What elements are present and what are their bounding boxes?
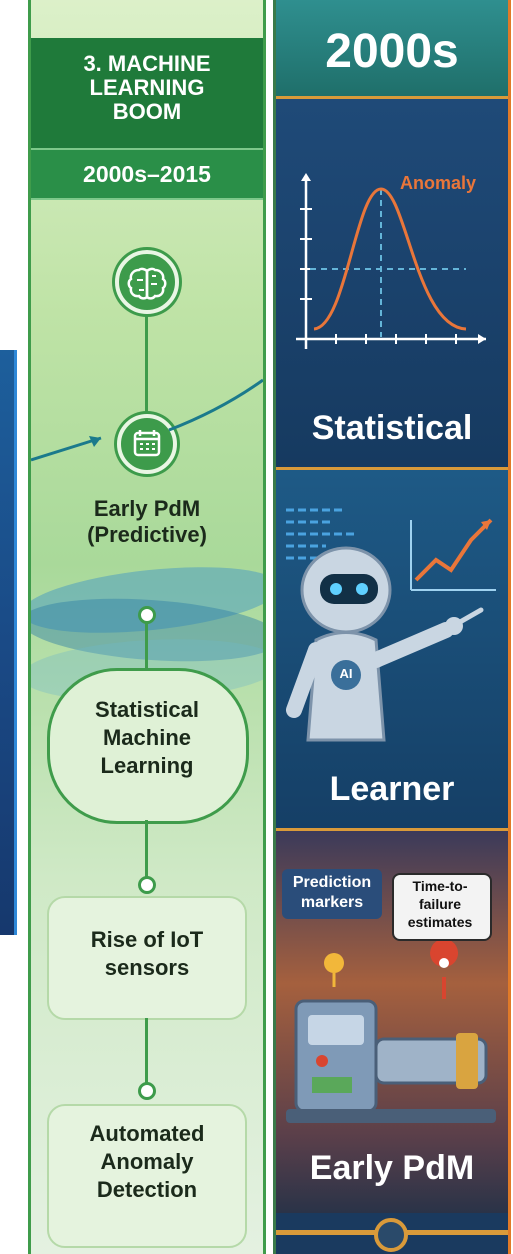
machine-learning-boom-column: 3. MACHINE LEARNING BOOM 2000s–2015 Earl… <box>28 0 266 1254</box>
machine-illustration <box>286 941 496 1123</box>
anomaly-line-1: Automated <box>89 1121 205 1146</box>
time-to-failure-line-2: failure <box>418 896 461 912</box>
connector-line <box>145 618 148 678</box>
era-header: 2000s <box>276 0 508 96</box>
panel-learner: AI Learner <box>276 470 508 828</box>
iot-line-1: Rise of IoT <box>90 927 204 952</box>
stat-ml-line-3: Learning <box>100 753 194 778</box>
stage-title-line-2: LEARNING <box>89 75 205 100</box>
trend-arrows <box>31 378 263 462</box>
anomaly-line-3: Detection <box>96 1177 198 1202</box>
prediction-markers-text: Prediction markers <box>282 873 382 913</box>
time-to-failure-line-1: Time-to- <box>412 878 468 894</box>
node-early-pdm-line-1: Early PdM <box>93 496 201 521</box>
anomaly-label: Anomaly <box>400 173 477 193</box>
stat-ml-bubble <box>47 668 249 824</box>
robot-illustration <box>286 508 496 742</box>
iot-line-2: sensors <box>104 955 190 980</box>
time-to-failure-text: Time-to- failure estimates <box>392 877 488 931</box>
brain-icon <box>115 250 179 314</box>
node-early-pdm-line-2: (Predictive) <box>87 522 207 547</box>
panel-statistical: Anomaly Statistical <box>276 99 508 467</box>
period-banner: 2000s–2015 <box>31 148 263 200</box>
prediction-markers-line-2: markers <box>300 894 364 911</box>
connector-line <box>145 1018 148 1088</box>
iot-text: Rise of IoT sensors <box>31 926 263 982</box>
stage-title-line-1: 3. MACHINE <box>83 51 211 76</box>
stat-ml-text: Statistical Machine Learning <box>31 696 263 780</box>
timeline-node <box>374 1218 408 1252</box>
panel-label-early-pdm: Early PdM <box>309 1149 475 1187</box>
connector-line <box>145 290 148 415</box>
time-to-failure-line-3: estimates <box>407 914 473 930</box>
stage-title: 3. MACHINE LEARNING BOOM <box>31 38 263 148</box>
anomaly-box <box>47 1104 247 1248</box>
divider <box>276 828 508 831</box>
era-2000s-column: 2000s Anomaly Statistical <box>273 0 511 1254</box>
prediction-markers-bubble <box>282 869 382 919</box>
left-panel-fragment <box>0 350 17 935</box>
timeline-dot <box>138 876 156 894</box>
calendar-icon <box>117 414 177 474</box>
panel-label-learner: Learner <box>329 770 455 808</box>
stage-title-line-3: BOOM <box>112 99 182 124</box>
divider <box>276 96 508 99</box>
prediction-markers-line-1: Prediction <box>292 874 372 891</box>
bell-curve-chart <box>296 173 486 349</box>
time-to-failure-bubble <box>392 873 492 941</box>
anomaly-text: Automated Anomaly Detection <box>31 1120 263 1204</box>
ai-badge: AI <box>339 666 353 681</box>
timeline-dot <box>138 606 156 624</box>
stat-ml-line-2: Machine <box>102 725 192 750</box>
node-early-pdm: Early PdM (Predictive) <box>31 496 263 548</box>
anomaly-line-2: Anomaly <box>100 1149 194 1174</box>
connector-line <box>145 820 148 880</box>
stat-ml-line-1: Statistical <box>95 697 199 722</box>
iot-box <box>47 896 247 1020</box>
panel-early-pdm: Prediction markers Time-to- failure esti… <box>276 831 508 1213</box>
divider <box>276 467 508 470</box>
timeline-dot <box>138 1082 156 1100</box>
panel-label-statistical: Statistical <box>311 409 473 447</box>
